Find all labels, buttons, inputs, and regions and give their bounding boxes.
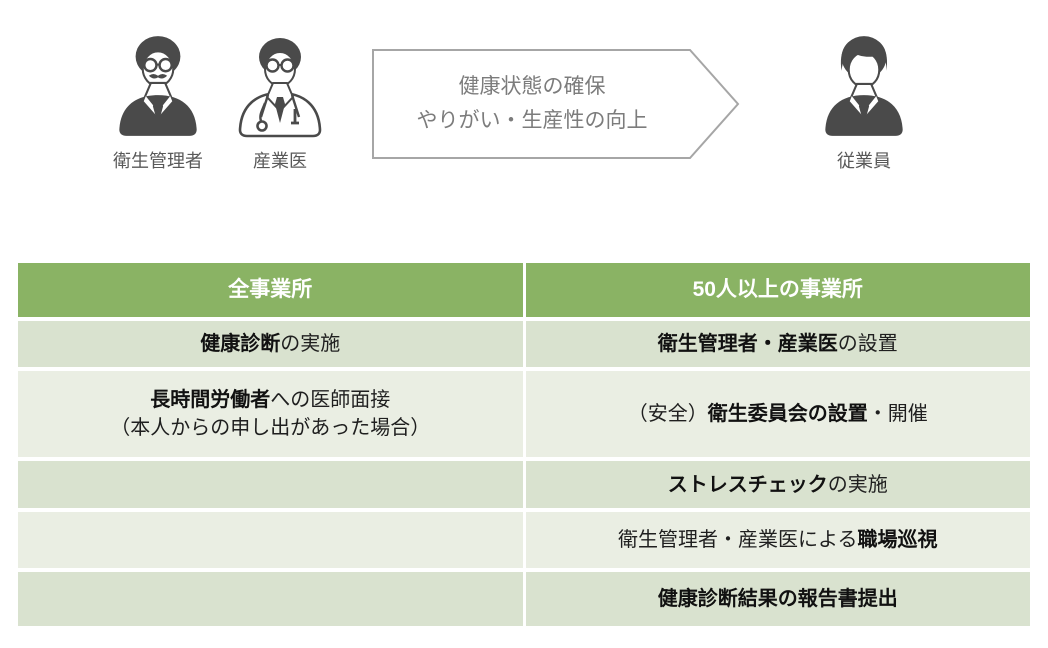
occupational-physician-label: 産業医	[253, 151, 307, 171]
occupational-physician-icon	[238, 38, 322, 138]
banner-text: 健康状態の確保 やりがい・生産性の向上	[372, 49, 692, 159]
table-cell-left-row1: 健康診断の実施	[18, 321, 523, 367]
table-cell-left-row5	[18, 572, 523, 626]
hygiene-manager-label: 衛生管理者	[113, 151, 203, 171]
outcome-banner: 健康状態の確保 やりがい・生産性の向上	[372, 49, 740, 159]
hygiene-manager-figure: 衛生管理者	[106, 30, 210, 173]
requirements-table: 全事業所 50人以上の事業所 健康診断の実施 衛生管理者・産業医の設置 長時間労…	[18, 263, 1030, 626]
table-cell-right-row5: 健康診断結果の報告書提出	[525, 572, 1030, 626]
table-cell-left-row4	[18, 512, 523, 568]
occupational-physician-figure: 産業医	[232, 30, 328, 173]
employee-icon	[825, 36, 903, 136]
table-cell-left-row2: 長時間労働者への医師面接（本人からの申し出があった場合）	[18, 371, 523, 457]
table-cell-right-row4: 衛生管理者・産業医による職場巡視	[525, 512, 1030, 568]
hygiene-manager-icon	[119, 36, 197, 136]
table-cell-right-row2: （安全）衛生委員会の設置・開催	[525, 371, 1030, 457]
employee-figure: 従業員	[812, 30, 916, 173]
arrow-pentagon-shape	[372, 49, 740, 159]
banner-line-1: 健康状態の確保	[458, 75, 606, 99]
table-cell-left-row3	[18, 461, 523, 508]
column-header-50plus-offices: 50人以上の事業所	[525, 263, 1030, 317]
table-cell-right-row1: 衛生管理者・産業医の設置	[525, 321, 1030, 367]
column-header-all-offices: 全事業所	[18, 263, 523, 317]
banner-line-2: やりがい・生産性の向上	[416, 109, 648, 132]
table-cell-right-row3: ストレスチェックの実施	[525, 461, 1030, 508]
employee-label: 従業員	[837, 151, 891, 171]
